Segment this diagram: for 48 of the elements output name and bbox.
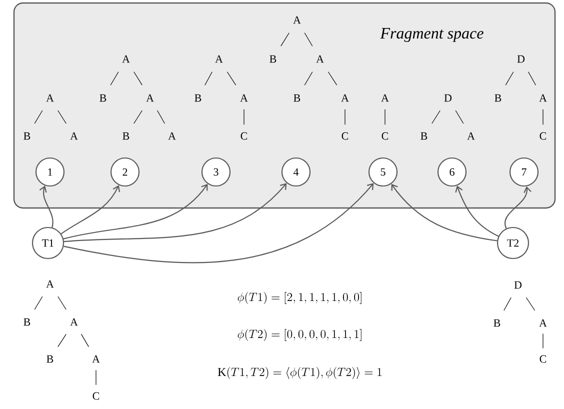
tree-letter: C	[342, 132, 348, 140]
tree-letter: B	[24, 318, 30, 326]
tree-letter: A	[467, 132, 475, 140]
tree-letter: B	[24, 132, 30, 140]
arrow	[63, 184, 208, 240]
tree-letter: C	[240, 132, 248, 140]
tree-letter: A	[92, 355, 100, 363]
tree-letter: A	[293, 16, 301, 24]
tree-letter: A	[46, 280, 54, 288]
arrow	[391, 184, 498, 242]
tree-letter: A	[381, 94, 389, 102]
tree-letter: D	[444, 94, 452, 102]
tree-letter: B	[270, 55, 276, 63]
arrow	[64, 183, 374, 264]
tree-letter: C	[540, 355, 546, 363]
tree-letter: A	[146, 94, 154, 102]
tree-letter: B	[420, 132, 428, 140]
tree-letter: A	[341, 94, 349, 102]
arrow	[504, 186, 532, 229]
formula: $\phi(T1) = [2, 1, 1, 1, 1, 0, 0]$	[238, 292, 362, 304]
tree-letter: A	[539, 94, 547, 102]
tree-letter: C	[540, 132, 546, 140]
arrow	[64, 183, 287, 242]
formula: $\mathrm{K}(T1, T2) = \langle \phi(T1), \phi(T2) \rangle = 1$	[218, 367, 382, 379]
tree-letter: C	[382, 132, 388, 140]
arrow	[455, 186, 499, 237]
tree-letter: D	[514, 281, 522, 289]
tree-letter: D	[517, 55, 525, 63]
tree-letter: B	[194, 94, 202, 102]
tree-letter: A	[240, 94, 248, 102]
arrow	[39, 186, 54, 228]
tree-letter: B	[122, 132, 130, 140]
tree-letter: A	[46, 94, 54, 102]
tree-letter: B	[46, 355, 54, 363]
tree-letter: B	[100, 94, 106, 102]
tree-letter: A	[70, 318, 78, 326]
tree-letter: A	[168, 132, 176, 140]
tree-letter: A	[316, 55, 324, 63]
tree-letter: A	[215, 55, 223, 63]
arrow	[60, 185, 120, 234]
tree-letter: B	[294, 94, 300, 102]
tree-letter: A	[122, 55, 130, 63]
tree-letter: A	[70, 132, 78, 140]
tree-letter: C	[92, 392, 100, 400]
formula: $\phi(T2) = [0, 0, 0, 0, 1, 1, 1]$	[238, 329, 362, 341]
tree-letter: A	[539, 319, 547, 327]
tree-letter: B	[494, 319, 500, 327]
tree-letter: B	[494, 94, 502, 102]
